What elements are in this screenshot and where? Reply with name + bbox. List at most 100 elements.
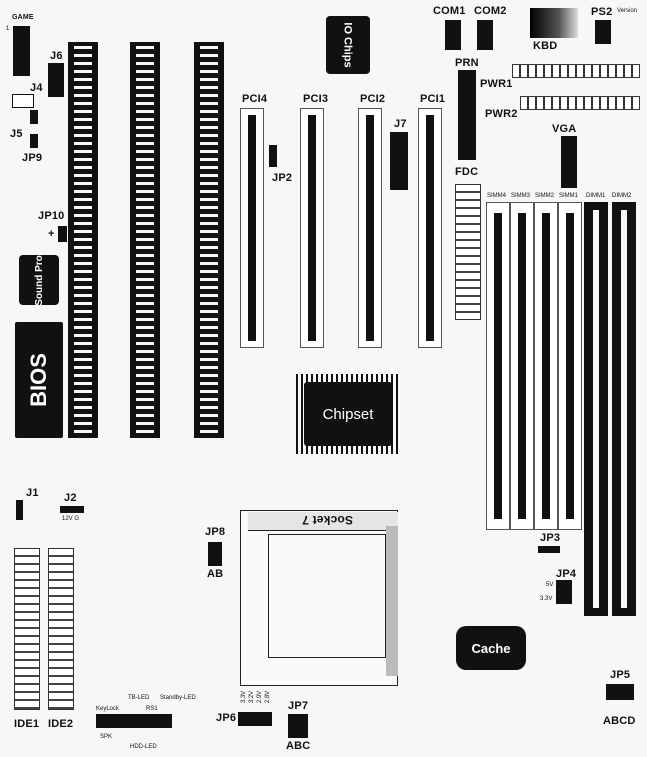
jp5-header [606, 684, 634, 700]
j6-header [48, 63, 64, 97]
front-panel-header [96, 714, 172, 728]
bios-label: BIOS [26, 353, 52, 407]
jp4-33v-label: 3.3V [540, 596, 553, 602]
j6-label: J6 [50, 50, 63, 62]
pwr2-label: PWR2 [485, 108, 518, 120]
vga-header [561, 136, 577, 188]
j4-header [12, 94, 34, 108]
jp6-header [238, 712, 272, 726]
isa-slot-texture [136, 46, 154, 434]
jp5-label: JP5 [610, 669, 631, 681]
jp8-label: JP8 [205, 526, 226, 538]
io-chips-label: IO Chips [342, 22, 355, 68]
dimm-slot-core [621, 210, 627, 608]
simm4-label: SIMM4 [487, 193, 507, 199]
tbled-label: TB-LED [128, 695, 150, 701]
dimm-slot-core [593, 210, 599, 608]
prn-label: PRN [455, 57, 479, 69]
kbd-label: KBD [533, 40, 558, 52]
chipset-chip: Chipset [304, 382, 392, 446]
simm3-label: SIMM3 [511, 193, 531, 199]
jp7-header [288, 714, 308, 738]
jp6-volt-2: 3.2V [249, 690, 256, 704]
pci-slot-3 [300, 108, 324, 348]
jp2-header [269, 145, 277, 167]
spk-label: SPK [100, 734, 113, 740]
dimm2-label: DIMM2 [612, 193, 632, 199]
pci-slot-1 [418, 108, 442, 348]
standby-label: Standby-LED [160, 695, 196, 701]
pwr1-connector [512, 64, 640, 78]
ps2-label: PS2 [591, 6, 613, 18]
jp9-header [30, 134, 38, 148]
j5-label: J5 [10, 128, 23, 140]
fdc-connector [455, 184, 481, 320]
pci3-label: PCI3 [303, 93, 329, 105]
jp9-label: JP9 [22, 152, 43, 164]
io-chips: IO Chips [326, 16, 370, 74]
vga-label: VGA [552, 123, 577, 135]
socket7-side [386, 526, 398, 676]
game-connector [13, 26, 30, 76]
simm1-label: SIMM1 [559, 193, 579, 199]
simm2-slot [534, 202, 558, 530]
abcd-label: ABCD [603, 715, 636, 727]
simm2-label: SIMM2 [535, 193, 555, 199]
jp6-label: JP6 [216, 712, 237, 724]
pci2-label: PCI2 [360, 93, 386, 105]
bios-chip: BIOS [15, 322, 63, 438]
simm4-slot [486, 202, 510, 530]
cache-label: Cache [471, 640, 511, 656]
pwr2-connector [520, 96, 640, 110]
jp6-volt-3: 2.9V [257, 690, 264, 704]
fdc-label: FDC [455, 166, 479, 178]
pci4-label: PCI4 [242, 93, 268, 105]
kbd-connector [530, 8, 578, 38]
jp10-header [58, 226, 67, 242]
hddled-label: HDD-LED [130, 744, 157, 750]
pin-1-label: 1 [6, 26, 10, 32]
j7-header [390, 132, 408, 190]
ide2-label: IDE2 [48, 718, 74, 730]
j7-label: J7 [394, 118, 407, 130]
plus-label: + [48, 228, 55, 240]
cache-chip: Cache [456, 626, 526, 670]
game-label: GAME [12, 14, 34, 21]
jp3-label: JP3 [540, 532, 561, 544]
jp7-label: JP7 [288, 700, 309, 712]
abc-label: ABC [286, 740, 311, 752]
j2-sub-label: 12V G [62, 516, 80, 522]
rs1-label: RS1 [146, 706, 158, 712]
j2-header [60, 506, 84, 513]
dimm1-label: DIMM1 [586, 193, 606, 199]
ab-label: AB [207, 568, 224, 580]
com1-label: COM1 [433, 5, 466, 17]
j2-label: J2 [64, 492, 77, 504]
sound-pro-label: Sound Pro [33, 254, 45, 306]
j1-header [16, 500, 23, 520]
pwr1-label: PWR1 [480, 78, 513, 90]
simm3-slot [510, 202, 534, 530]
ide1-connector [14, 548, 40, 710]
ide1-label: IDE1 [14, 718, 40, 730]
socket7-lever [248, 512, 398, 531]
pci1-label: PCI1 [420, 93, 446, 105]
jp8-header [208, 542, 222, 566]
keylock-label: KeyLock [96, 706, 120, 712]
jp4-5v-label: 5V [546, 582, 554, 588]
ide2-connector [48, 548, 74, 710]
isa-slot-texture [200, 46, 218, 434]
com2-header [477, 20, 493, 50]
jp2-label: JP2 [272, 172, 293, 184]
sound-pro-chip: Sound Pro [19, 255, 59, 305]
com1-header [445, 20, 461, 50]
ps2-header [595, 20, 611, 44]
jp6-volt-4: 2.8V [265, 690, 272, 704]
jp10-label: JP10 [38, 210, 65, 222]
j5-header [30, 110, 38, 124]
j4-label: J4 [30, 82, 43, 94]
com2-label: COM2 [474, 5, 507, 17]
pci-slot-4 [240, 108, 264, 348]
socket7-label: Socket 7 [302, 513, 353, 527]
